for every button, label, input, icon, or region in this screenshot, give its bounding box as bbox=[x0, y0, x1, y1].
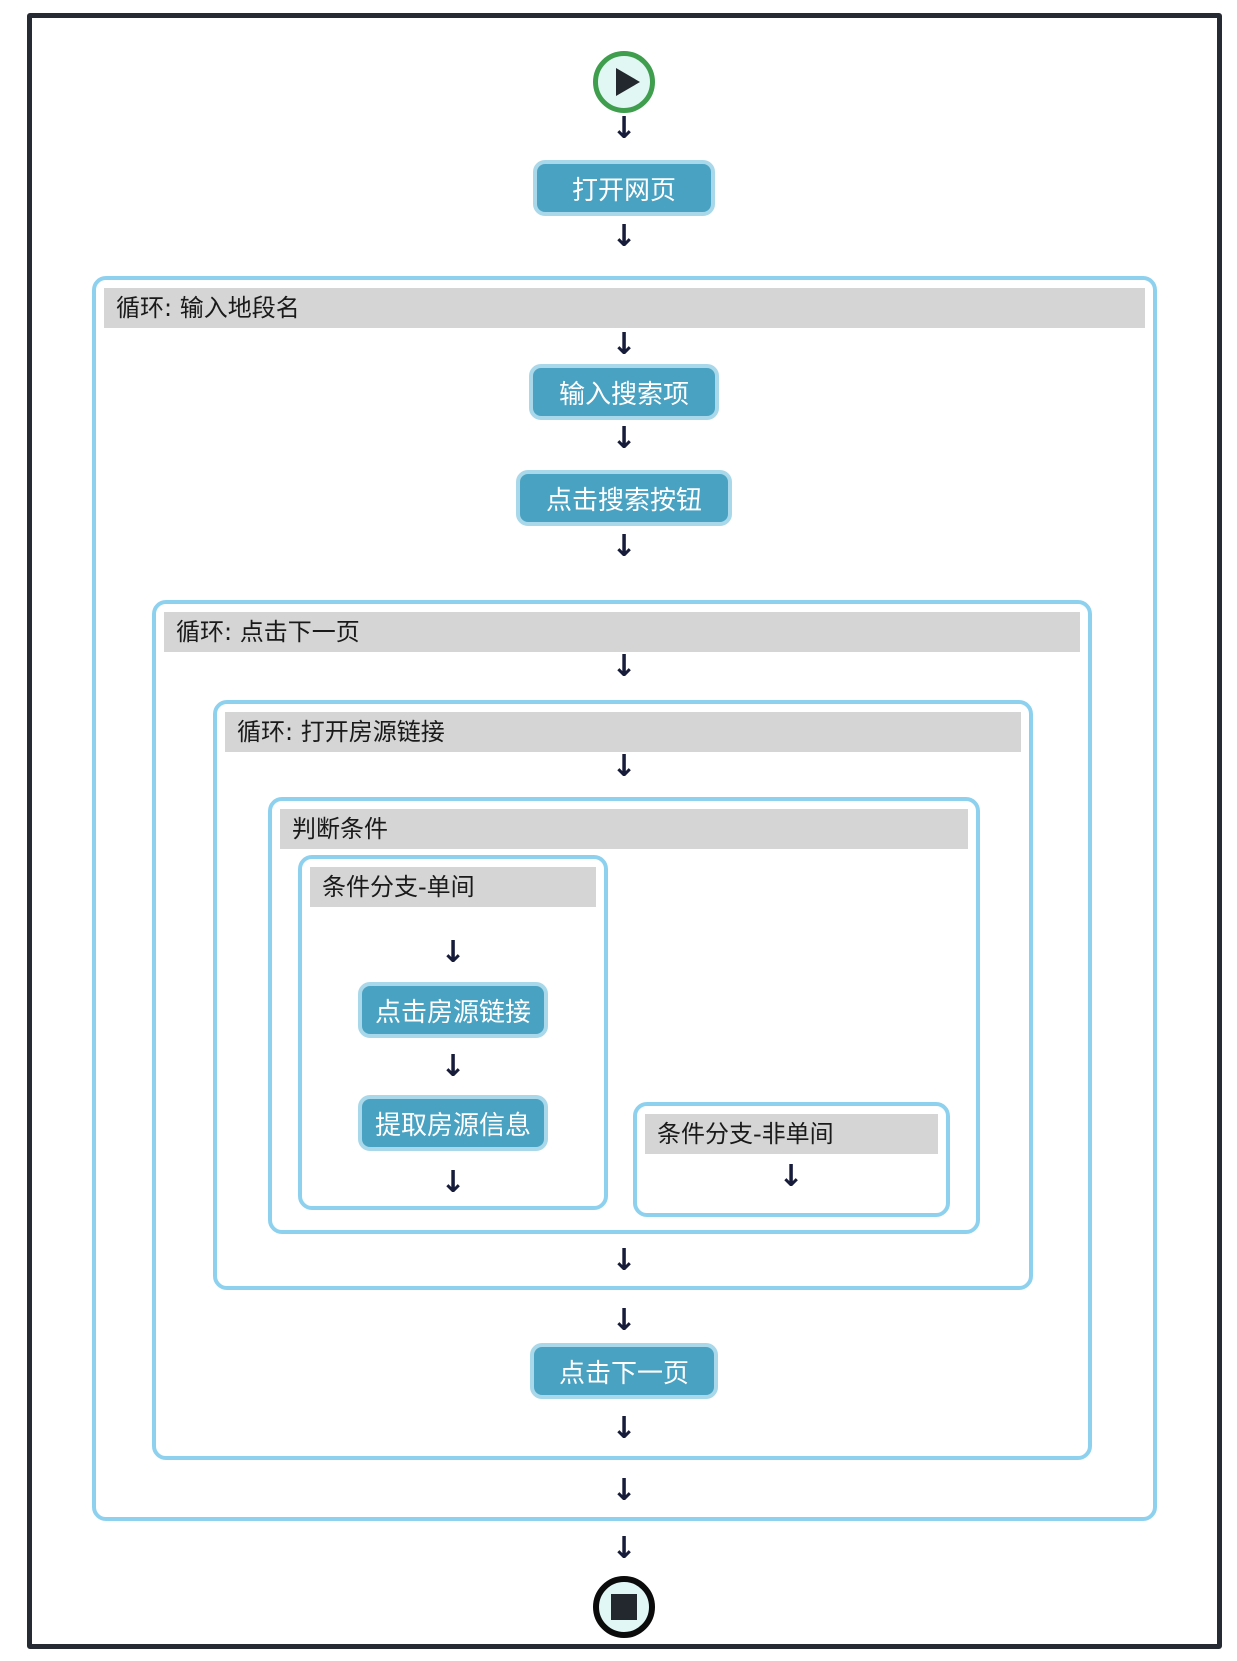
step-click-search[interactable]: 点击搜索按钮 bbox=[516, 470, 732, 526]
loop-open-listing-header[interactable]: 循环: 打开房源链接 bbox=[225, 712, 1021, 752]
arrow-down-icon: ↓ bbox=[611, 1531, 637, 1566]
arrow-down-icon: ↓ bbox=[611, 1473, 637, 1508]
branch-non-single-container: 条件分支-非单间 ↓ bbox=[633, 1102, 950, 1217]
start-button[interactable] bbox=[593, 51, 655, 113]
branch-non-single-header[interactable]: 条件分支-非单间 bbox=[645, 1114, 938, 1154]
condition-container: 判断条件 条件分支-单间 ↓ 点击房源链接 ↓ 提取房源信息 ↓ 条件分支-非单… bbox=[268, 797, 980, 1234]
arrow-down-icon: ↓ bbox=[611, 1303, 637, 1338]
arrow-down-icon: ↓ bbox=[611, 327, 637, 362]
step-extract-info[interactable]: 提取房源信息 bbox=[358, 1095, 548, 1151]
arrow-down-icon: ↓ bbox=[778, 1159, 804, 1194]
step-click-next-page[interactable]: 点击下一页 bbox=[530, 1343, 718, 1399]
step-open-webpage[interactable]: 打开网页 bbox=[533, 160, 715, 216]
stop-button[interactable] bbox=[593, 1576, 655, 1638]
stop-icon bbox=[611, 1594, 637, 1620]
arrow-down-icon: ↓ bbox=[611, 111, 637, 146]
arrow-down-icon: ↓ bbox=[440, 935, 466, 970]
arrow-down-icon: ↓ bbox=[611, 749, 637, 784]
arrow-down-icon: ↓ bbox=[440, 1165, 466, 1200]
step-click-listing[interactable]: 点击房源链接 bbox=[358, 982, 548, 1038]
arrow-down-icon: ↓ bbox=[611, 649, 637, 684]
loop-next-page-header[interactable]: 循环: 点击下一页 bbox=[164, 612, 1080, 652]
arrow-down-icon: ↓ bbox=[611, 219, 637, 254]
branch-single-header[interactable]: 条件分支-单间 bbox=[310, 867, 596, 907]
loop-next-page-container: 循环: 点击下一页 ↓ 循环: 打开房源链接 ↓ 判断条件 条件分支-单间 ↓ … bbox=[152, 600, 1092, 1460]
play-icon bbox=[615, 68, 640, 96]
branch-single-container: 条件分支-单间 ↓ 点击房源链接 ↓ 提取房源信息 ↓ bbox=[298, 855, 608, 1210]
arrow-down-icon: ↓ bbox=[611, 529, 637, 564]
loop-district-container: 循环: 输入地段名 ↓ 输入搜索项 ↓ 点击搜索按钮 ↓ 循环: 点击下一页 ↓… bbox=[92, 276, 1157, 1521]
step-input-search[interactable]: 输入搜索项 bbox=[529, 364, 719, 420]
loop-open-listing-container: 循环: 打开房源链接 ↓ 判断条件 条件分支-单间 ↓ 点击房源链接 ↓ 提取房… bbox=[213, 700, 1033, 1290]
arrow-down-icon: ↓ bbox=[611, 421, 637, 456]
condition-header[interactable]: 判断条件 bbox=[280, 809, 968, 849]
arrow-down-icon: ↓ bbox=[611, 1243, 637, 1278]
arrow-down-icon: ↓ bbox=[440, 1049, 466, 1084]
loop-district-header[interactable]: 循环: 输入地段名 bbox=[104, 288, 1145, 328]
arrow-down-icon: ↓ bbox=[611, 1411, 637, 1446]
